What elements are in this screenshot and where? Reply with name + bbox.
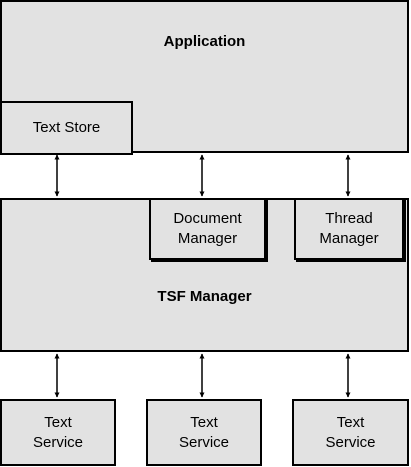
text-service-1-line2: Service: [32, 433, 84, 451]
application-title: Application: [163, 33, 246, 50]
thread-manager-label-line1: Thread: [325, 210, 373, 227]
tsf-manager-title: TSF Manager: [157, 288, 252, 305]
text-service-3-line1: Text: [336, 413, 365, 431]
text-service-2-line1: Text: [190, 413, 218, 431]
document-manager-label-line2: Manager: [177, 230, 238, 247]
text-service-3-line2: Service: [325, 433, 376, 451]
text-service-box-2: Text Service: [146, 399, 262, 466]
document-manager-label-line1: Document: [173, 210, 242, 227]
text-service-box-1: Text Service: [0, 399, 116, 466]
text-service-box-3: Text Service: [292, 399, 409, 466]
text-service-1-line1: Text: [44, 413, 72, 431]
document-manager-box: Document Manager: [149, 198, 266, 260]
text-service-2-line2: Service: [178, 433, 230, 451]
tsf-manager-box: Document Manager Thread Manager TSF Mana…: [0, 198, 409, 352]
thread-manager-box: Thread Manager: [294, 198, 404, 260]
application-box: Application Text Store: [0, 0, 409, 155]
text-store-box: Text Store: [0, 101, 133, 155]
thread-manager-label-line2: Manager: [319, 230, 379, 247]
text-store-label: Text Store: [32, 119, 101, 136]
